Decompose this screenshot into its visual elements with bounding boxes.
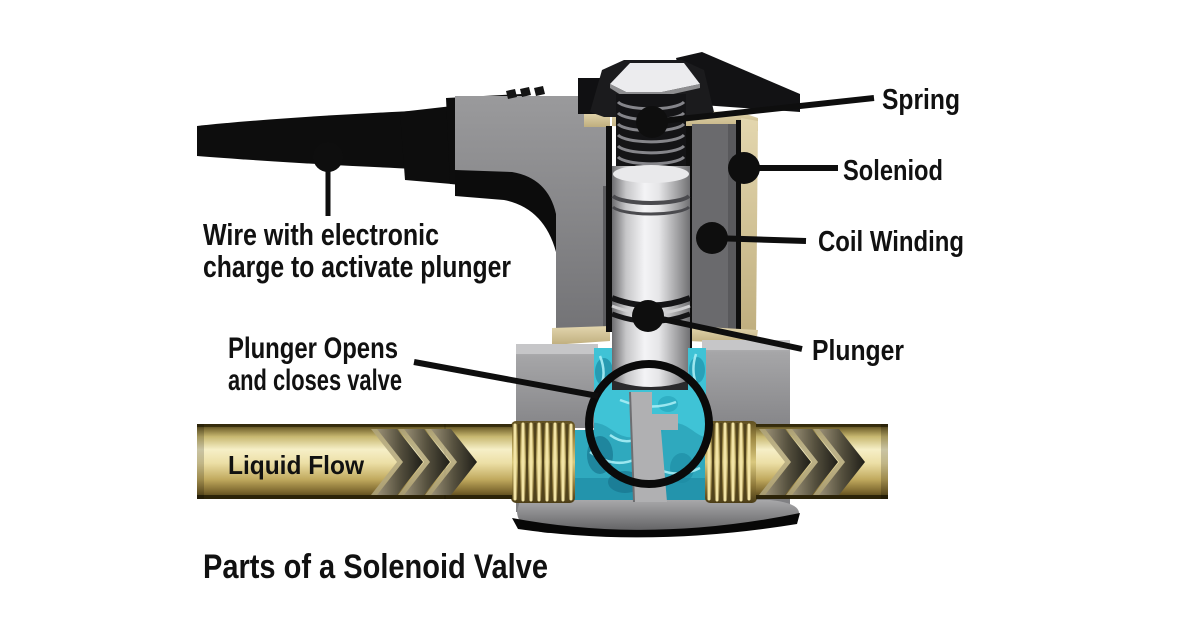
label-valve-action-line1: Plunger Opens [228,332,398,365]
callout-spring [636,95,875,138]
callout-plunger [632,300,803,352]
callout-coil-winding [696,222,807,254]
pipe-left: Liquid Flow [197,424,512,499]
valve-body-right [702,340,790,428]
valve-seat-highlight-circle [585,360,713,488]
label-spring: Spring [882,84,960,116]
pipe-threads-right [705,421,757,503]
callout-dot [632,300,664,332]
callout-dot [636,106,668,138]
flow-arrows-right-icon [759,429,865,495]
vent-slits-icon [506,86,545,99]
callout-dot [313,142,343,172]
label-plunger: Plunger [812,335,904,367]
callout-solenoid [728,152,838,184]
bolt-top-face [610,63,700,92]
label-solenoid: Soleniod [843,155,943,187]
plunger-cylinder [606,126,692,398]
callout-dot [696,222,728,254]
label-wire-line1: Wire with electronic [203,217,439,252]
pipe-threads-left [511,421,575,503]
pipe-right [756,424,888,499]
flow-arrows-left-icon [371,429,477,495]
label-coil-winding: Coil Winding [818,226,964,258]
label-valve-action-line2: and closes valve [228,364,402,397]
label-wire-line2: charge to activate plunger [203,249,511,284]
callout-dot [728,152,760,184]
valve-seat [630,392,678,502]
callout-wire [313,142,343,216]
valve-base [512,500,800,538]
liquid-flow-label: Liquid Flow [228,450,365,480]
callout-valve-action [413,359,599,399]
coil-winding-side-strip [741,118,758,338]
diagram-caption: Parts of a Solenoid Valve [203,548,548,586]
